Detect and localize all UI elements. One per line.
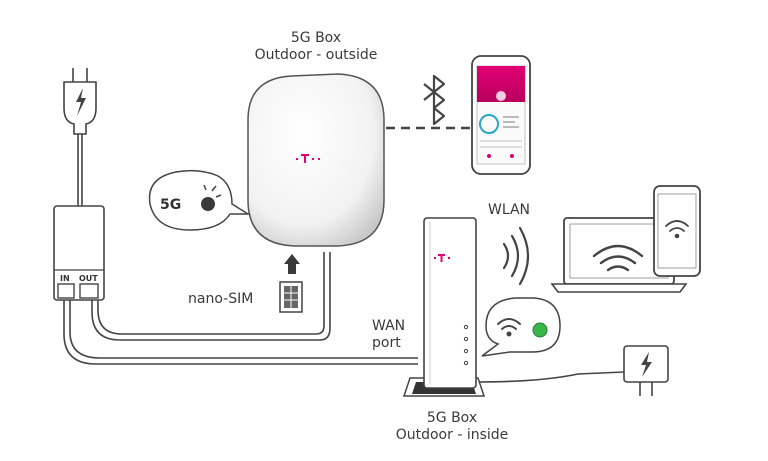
outdoor-outside-label-line1: 5G Box bbox=[290, 30, 342, 46]
network-signal-bubble: 5G bbox=[148, 169, 251, 231]
telekom-logo-icon bbox=[296, 154, 320, 163]
poe-out-cable bbox=[91, 252, 331, 341]
outdoor-unit-inside bbox=[402, 217, 486, 397]
poe-in-port bbox=[57, 283, 75, 299]
poe-out-label: OUT bbox=[79, 274, 98, 283]
tablet-wifi-icon bbox=[665, 220, 689, 239]
nano-sim-label: nano-SIM bbox=[188, 291, 254, 307]
power-adapter bbox=[623, 345, 669, 396]
wlan-waves-icon bbox=[502, 226, 530, 286]
outdoor-inside-label-line2: Outdoor - inside bbox=[395, 427, 509, 443]
poe-in-label: IN bbox=[60, 274, 70, 283]
wifi-icon bbox=[497, 318, 521, 337]
smartphone bbox=[471, 55, 531, 175]
outdoor-outside-label-line2: Outdoor - outside bbox=[254, 47, 378, 63]
wan-port-label: WAN port bbox=[372, 318, 405, 352]
poe-injector: IN OUT bbox=[53, 205, 105, 301]
poe-in-cable bbox=[63, 300, 418, 365]
poe-out-port bbox=[79, 283, 99, 299]
laptop-wifi-icon bbox=[592, 244, 644, 272]
outdoor-inside-label-line1: 5G Box bbox=[426, 410, 478, 426]
wan-port-label-line2: port bbox=[372, 335, 401, 351]
power-plug-icon bbox=[63, 68, 97, 135]
wlan-label: WLAN bbox=[488, 202, 531, 218]
network-type-label: 5G bbox=[160, 197, 181, 213]
signal-led-icon bbox=[201, 197, 215, 211]
nano-sim-icon bbox=[279, 281, 303, 313]
sim-insert-arrow-icon bbox=[284, 254, 300, 274]
outdoor-inside-label: 5G Box Outdoor - inside bbox=[396, 410, 509, 444]
laptop bbox=[550, 217, 688, 293]
bluetooth-icon bbox=[423, 74, 446, 126]
router-power-cable bbox=[477, 371, 625, 383]
status-bubble bbox=[481, 297, 561, 357]
outdoor-outside-label: 5G Box Outdoor - outside bbox=[255, 30, 378, 64]
wan-port-label-line1: WAN bbox=[372, 318, 406, 334]
tablet bbox=[653, 185, 701, 277]
cables bbox=[63, 132, 625, 383]
outdoor-unit-outside bbox=[247, 73, 385, 247]
status-led-icon bbox=[532, 322, 548, 338]
